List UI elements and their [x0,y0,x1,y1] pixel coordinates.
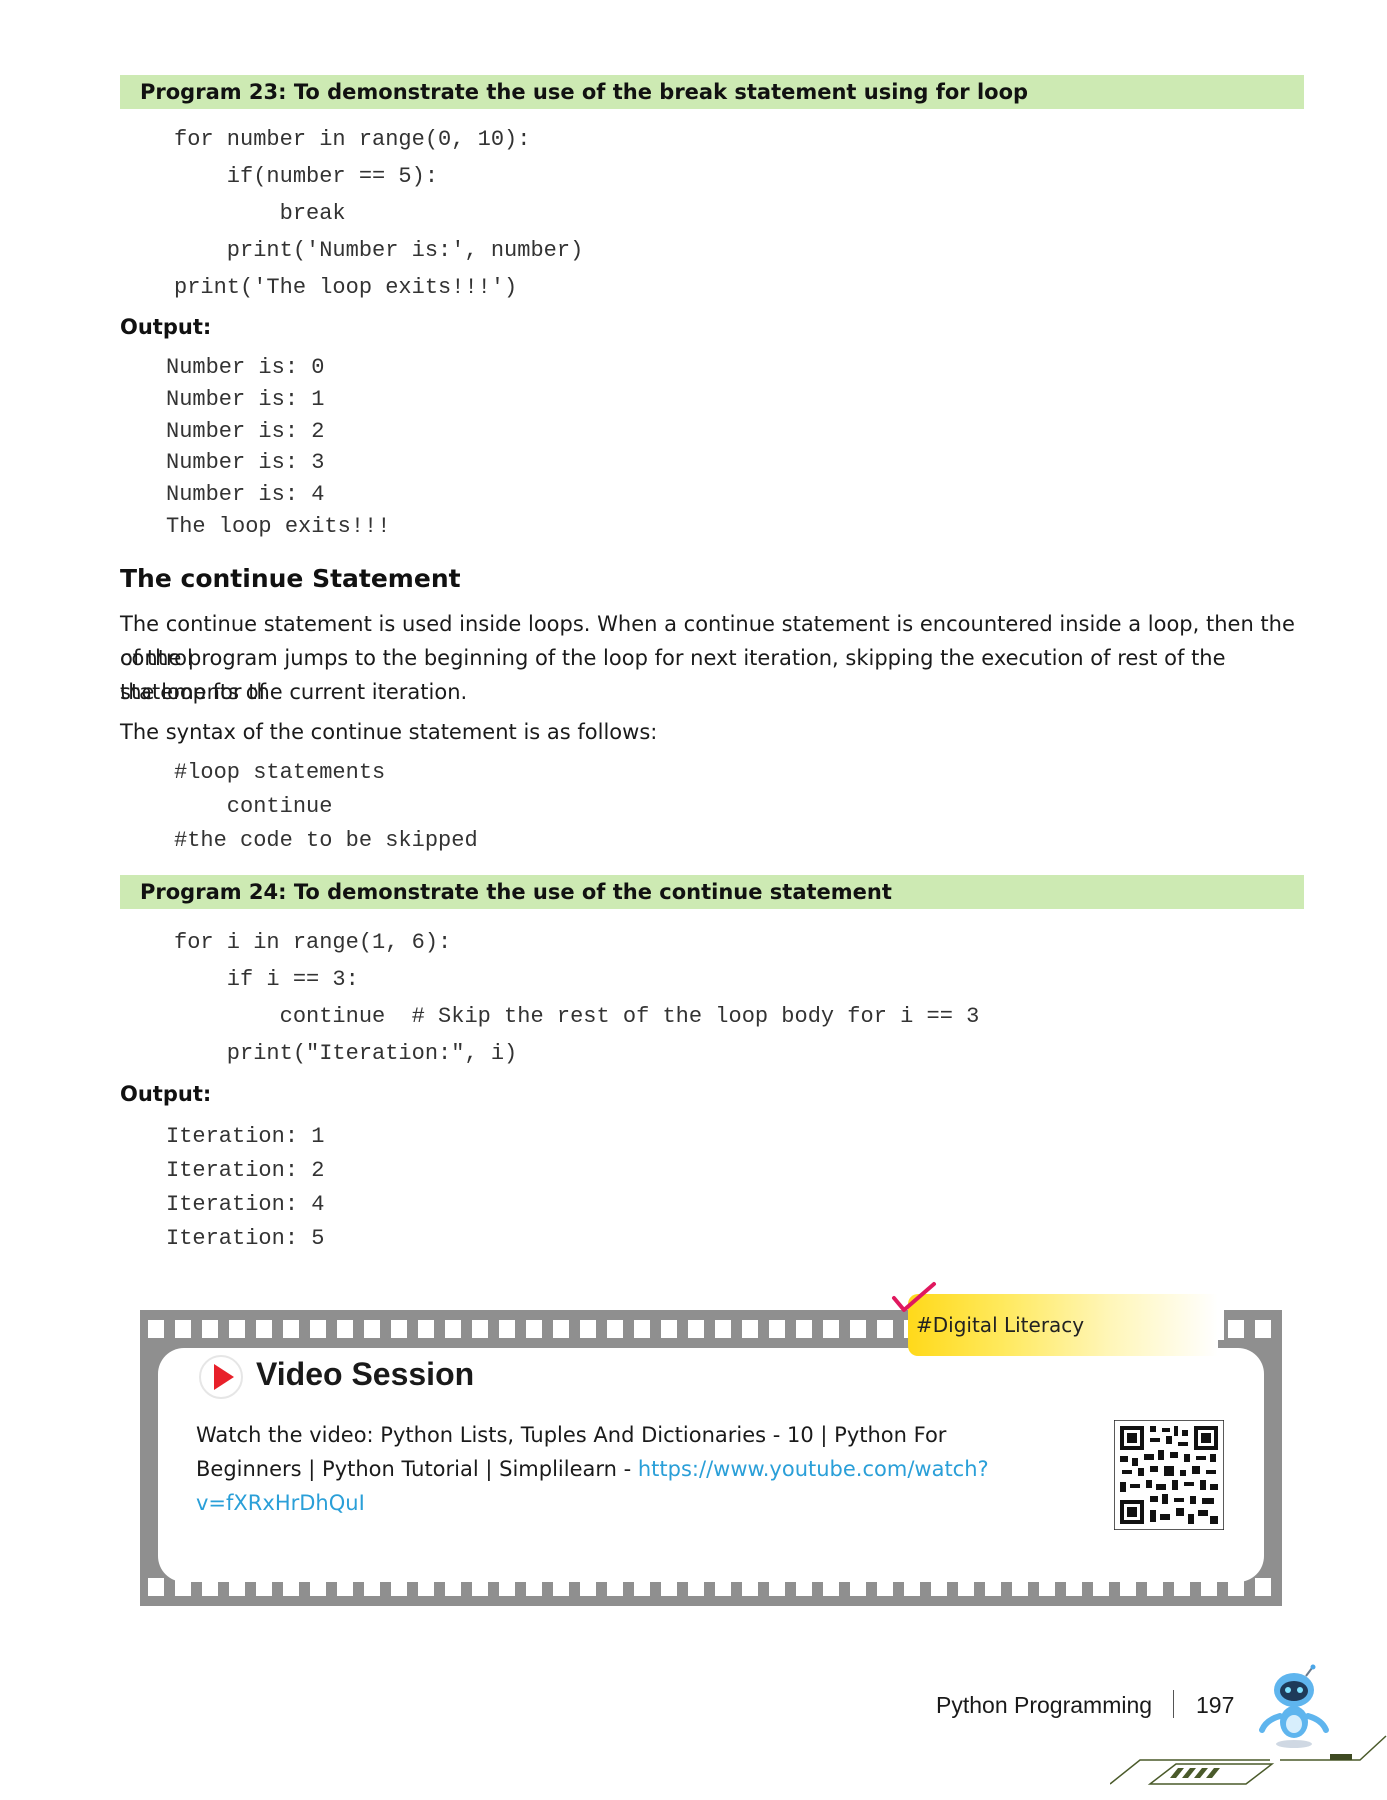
syntax-line: #loop statements [174,760,386,785]
paragraph-line: of the program jumps to the beginning of… [120,646,1226,704]
code-line: print('The loop exits!!!') [174,275,518,300]
syntax-line: continue [174,794,333,819]
code-line: if i == 3: [174,967,359,992]
qr-code-icon [1114,1420,1224,1530]
output-line: Iteration: 5 [166,1226,325,1251]
film-perforations-bottom [140,1578,1282,1596]
video-session-text: Watch the video: Python Lists, Tuples An… [196,1418,1056,1520]
video-session-box [140,1310,1282,1606]
code-line: continue # Skip the rest of the loop bod… [174,1004,980,1029]
video-link[interactable]: https://www.youtube.com/watch?v=fXRxHrDh… [196,1457,989,1515]
output-line: Number is: 2 [166,419,325,444]
checkmark-icon [892,1282,936,1312]
footer-decoration [1110,1735,1387,1785]
output-label: Output: [120,315,212,339]
tag-divider [1218,1300,1224,1340]
footer-divider [1173,1690,1174,1718]
code-line: print("Iteration:", i) [174,1041,518,1066]
video-session-title: Video Session [256,1356,475,1392]
paragraph-line: The continue statement is used inside lo… [120,612,1295,670]
section-heading: The continue Statement [120,564,461,593]
program-23-title: Program 23: To demonstrate the use of th… [120,75,1304,109]
output-line: Number is: 4 [166,482,325,507]
play-icon[interactable] [198,1354,244,1400]
output-line: Number is: 3 [166,450,325,475]
code-line: if(number == 5): [174,164,439,189]
page-number: 197 [1196,1692,1235,1718]
output-line: Iteration: 4 [166,1192,325,1217]
robot-mascot-icon [1259,1664,1329,1748]
video-description: Watch the video: Python Lists, Tuples An… [196,1423,947,1481]
video-session-card [158,1348,1264,1582]
output-label: Output: [120,1082,212,1106]
digital-literacy-tag: #Digital Literacy [908,1294,1218,1356]
code-line: break [174,201,346,226]
output-line: Number is: 1 [166,387,325,412]
paragraph-line: the loop for the current iteration. [120,680,468,704]
output-line: Number is: 0 [166,355,325,380]
output-line: The loop exits!!! [166,514,391,539]
program-24-title: Program 24: To demonstrate the use of th… [120,875,1304,909]
footer-book-title: Python Programming [936,1692,1153,1718]
syntax-intro: The syntax of the continue statement is … [120,720,658,744]
output-line: Iteration: 1 [166,1124,325,1149]
code-line: print('Number is:', number) [174,238,584,263]
code-line: for i in range(1, 6): [174,930,452,955]
code-line: for number in range(0, 10): [174,127,531,152]
syntax-line: #the code to be skipped [174,828,478,853]
output-line: Iteration: 2 [166,1158,325,1183]
